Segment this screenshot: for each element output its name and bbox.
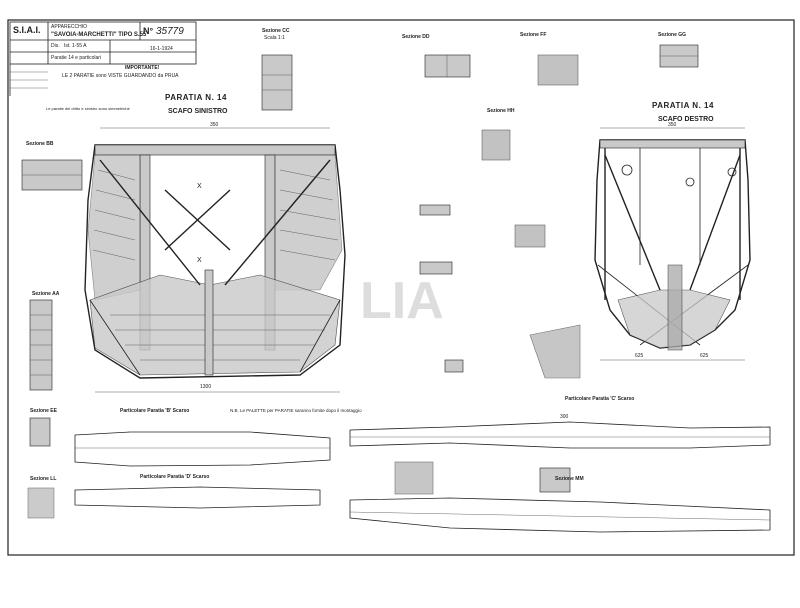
row-value: Ist. 1-55 A (64, 43, 87, 49)
aircraft-name: "SAVOIA-MARCHETTI" TIPO S.55 (51, 32, 147, 38)
apparecchio-label: APPARECCHIO (51, 24, 87, 30)
right-hole-1 (621, 164, 633, 176)
section-cc-scale: Scala 1:1 (264, 35, 285, 41)
particolare-d-label: Particolare Paratia 'D' Scarso (140, 474, 209, 480)
right-dim-end: 300 (560, 414, 569, 420)
number-label: N° (143, 26, 153, 36)
right-bulkhead: PARATIA N. 14 SCAFO DESTRO 350 625 625 (594, 101, 751, 361)
section-cc-drawing (261, 54, 293, 111)
important-text: LE 2 PARATIE sono VISTE GUARDANDO da PRU… (62, 73, 179, 79)
bottom-particulars: Particolare Paratia 'B' Scarso Particola… (74, 396, 771, 533)
org-name: S.I.A.I. (13, 25, 41, 35)
section-ee-label: Sezione EE (30, 408, 58, 414)
x-mark-top: X (197, 183, 202, 190)
drawing-number: 35779 (156, 26, 184, 37)
part-b-drawing (74, 431, 331, 467)
right-top-beam (599, 139, 746, 149)
section-dd-drawing (424, 54, 471, 78)
left-panel-right (274, 154, 343, 291)
part-name: Paratie 14 e particolari (51, 55, 101, 61)
left-dim-mid: 1300 (200, 384, 211, 390)
part-d-drawing (74, 486, 321, 509)
important-note: IMPORTANTE! LE 2 PARATIE sono VISTE GUAR… (46, 65, 179, 111)
left-center-post (204, 269, 214, 376)
section-mm-label: Sezione MM (555, 476, 584, 482)
bottom-note: N.B. Le PALETTE per PARATIE saranno forn… (230, 408, 362, 413)
center-detail-plate (419, 261, 453, 275)
section-ff-label: Sezione FF (520, 32, 546, 38)
bottom-section-1 (394, 461, 434, 495)
right-center-post (667, 264, 683, 351)
left-dim-top: 350 (210, 122, 219, 128)
watermark: LIA (360, 272, 444, 330)
right-dim-mid: 625 (635, 353, 644, 359)
particolare-c-label: Particolare Paratia 'C' Scarso (565, 396, 634, 402)
bottom-long-part (349, 497, 771, 533)
particolare-b-label: Particolare Paratia 'B' Scarso (120, 408, 189, 414)
part-c-drawing (349, 421, 771, 449)
right-dim-mid2: 625 (700, 353, 709, 359)
center-detail-bar (419, 204, 451, 216)
section-hh-drawing (481, 129, 511, 161)
section-aa-label: Sezione AA (32, 291, 60, 297)
right-hole-2 (685, 177, 695, 187)
section-ll-drawing (27, 487, 55, 519)
section-dd-label: Sezione DD (402, 34, 430, 40)
left-title: PARATIA N. 14 (165, 93, 227, 102)
mirrored-note: Le paratie del dritto e sinistro sono si… (46, 106, 131, 111)
section-cc-label: Sezione CC (262, 28, 290, 34)
sheet-border (7, 19, 795, 556)
left-frame-outline (84, 144, 346, 379)
center-details (419, 204, 581, 379)
row-label: Dis. (51, 43, 60, 49)
important-heading: IMPORTANTE! (125, 65, 160, 71)
top-sections: Sezione CC Scala 1:1 Sezione DD Sezione … (261, 28, 699, 161)
center-detail-block (514, 224, 546, 248)
section-ll-label: Sezione LL (30, 476, 56, 482)
section-hh-label: Sezione HH (487, 108, 515, 114)
bottom-section-2 (539, 467, 571, 493)
section-ee-drawing (29, 417, 51, 447)
left-top-beam (94, 144, 336, 156)
left-keel-panel (89, 274, 341, 376)
left-subtitle: SCAFO SINISTRO (168, 108, 228, 115)
section-gg-label: Sezione GG (658, 32, 686, 38)
left-details: Sezione BB Sezione AA Sezione EE Sezione… (21, 141, 83, 519)
section-bb-label: Sezione BB (26, 141, 54, 147)
center-detail-wedge (529, 324, 581, 379)
section-ff-drawing (537, 54, 579, 86)
left-bulkhead: PARATIA N. 14 SCAFO SINISTRO 350 (84, 93, 346, 393)
title-block: S.I.A.I. APPARECCHIO "SAVOIA-MARCHETTI" … (9, 21, 197, 96)
x-brace-inset: X X (164, 183, 231, 264)
right-dim-top: 350 (668, 122, 677, 128)
x-mark-bottom: X (197, 257, 202, 264)
drawing-date: 16-1-1924 (150, 46, 173, 52)
center-detail-small (444, 359, 464, 373)
right-title: PARATIA N. 14 (652, 101, 714, 110)
right-subtitle: SCAFO DESTRO (658, 116, 714, 123)
